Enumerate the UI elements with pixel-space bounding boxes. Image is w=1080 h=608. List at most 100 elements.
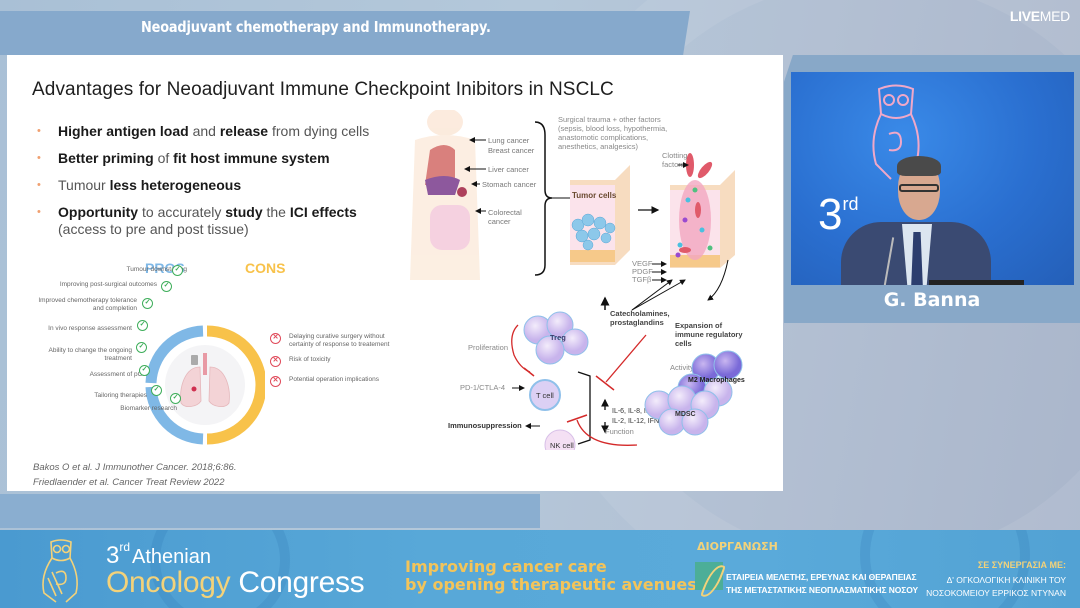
speaker-tie [911,232,923,285]
check-icon: ✓ [139,365,150,376]
function-inhibition: Function [566,414,638,446]
svg-text:MDSC: MDSC [675,411,696,418]
pros-item-label: In vivo response assessment [48,325,132,332]
check-icon: ✓ [170,393,181,404]
cross-icon: ✕ [270,356,281,367]
immunosuppression-diagram: Lung cancer Breast cancer Liver cancer S… [410,110,745,450]
check-icon: ✓ [172,265,183,276]
ordinal: 3 [106,542,120,569]
cross-icon: ✕ [270,376,281,387]
slide-title: Advantages for Neoadjuvant Immune Checkp… [32,79,614,100]
ordinal-suffix: rd [119,540,131,554]
athenian-text: Athenian [132,546,211,568]
organizer-name: ΕΤΑΙΡΕΙΑ ΜΕΛΕΤΗΣ, ΕΡΕΥΝΑΣ ΚΑΙ ΘΕΡΑΠΕΙΑΣ Τ… [726,571,918,597]
cons-heading: CONS [245,260,286,276]
collaboration-label: ΣΕ ΣΥΝΕΡΓΑΣΙΑ ΜΕ: [977,560,1066,570]
donut-cons-arc [206,325,265,445]
bullet-item: Opportunity to accurately study the ICI … [37,204,369,238]
pros-item-label: Tailoring therapies [94,392,147,399]
check-icon: ✓ [142,298,153,309]
svg-text:IL-2, IL-12, IFNγ: IL-2, IL-12, IFNγ [612,418,663,425]
speaker-hair [897,156,941,176]
speaker-glasses [899,184,939,192]
backdrop-text: 3rd [818,190,859,239]
check-icon: ✓ [136,342,147,353]
reference-1: Bakos O et al. J Immunother Cancer. 2018… [33,462,237,473]
bullet-item: Tumour less heterogeneous [37,177,369,194]
organizer-label: ΔΙΟΡΓΑΝΩΣΗ [697,540,778,553]
svg-text:Immunosuppression: Immunosuppression [448,421,522,430]
svg-text:Catecholamines,prostaglandins: Catecholamines,prostaglandins [610,309,670,327]
svg-text:cancer: cancer [488,217,511,226]
session-title: Neoadjuvant chemotherapy and Immunothera… [141,18,491,36]
svg-text:NK cell: NK cell [550,441,574,450]
session-banner [0,11,690,55]
svg-text:Breast cancer: Breast cancer [488,146,535,155]
donut-pros-arc [145,325,204,445]
treg-cells: Treg [523,311,589,365]
pros-item-label: Assessment of pCR [89,371,147,378]
collaboration-name: Δ' ΟΓΚΟΛΟΓΙΚΗ ΚΛΙΝΙΚΗ ΤΟΥ ΝΟΣΟΚΟΜΕΙΟΥ ΕΡΡ… [926,574,1066,600]
tumor-tissue-block: Tumor cells [570,165,630,265]
brand-bold: LIVE [1009,8,1040,24]
svg-text:VEGF: VEGF [632,259,653,268]
collab-name-line2: ΝΟΣΟΚΟΜΕΙΟΥ ΕΡΡΙΚΟΣ ΝΤΥΝΑΝ [926,588,1066,598]
reference-2: Friedlaender et al. Cancer Treat Review … [33,477,225,488]
pros-item-label: Improving post-surgical outcomes [59,281,157,288]
bullet-list: Higher antigen load and release from dyi… [37,123,369,248]
speaker-video: 3rd [791,72,1074,285]
svg-text:Treg: Treg [550,333,566,342]
organizer-name-line2: ΤΗΣ ΜΕΤΑΣΤΑΤΙΚΗΣ ΝΕΟΠΛΑΣΜΑΤΙΚΗΣ ΝΟΣΟΥ [726,585,919,595]
speaker-name: G. Banna [883,289,981,311]
svg-text:Function: Function [605,427,634,436]
body-silhouette-icon [410,110,480,280]
check-icon: ✓ [137,320,148,331]
check-icon: ✓ [161,281,172,292]
cons-item-label: Delaying curative surgery without certai… [289,333,390,348]
slide-shadow-band [0,494,540,528]
svg-text:T cell: T cell [536,391,554,400]
svg-text:Colorectal: Colorectal [488,208,522,217]
svg-text:M2 Macrophages: M2 Macrophages [688,377,745,384]
podium-laptop [929,280,1024,285]
organ-labels: Lung cancer Breast cancer Liver cancer S… [482,136,537,226]
pros-item-label: Biomarker research [120,405,177,412]
svg-text:Proliferation: Proliferation [468,343,508,352]
t-cell: T cell [529,379,561,411]
footer-swirl [150,530,290,608]
cross-icon: ✕ [270,333,281,344]
footer-swirl [860,530,1030,608]
bullet-item: Higher antigen load and release from dyi… [37,123,369,140]
nk-cell: NK cell [544,429,576,450]
organizer-name-line1: ΕΤΑΙΡΕΙΑ ΜΕΛΕΤΗΣ, ΕΡΕΥΝΑΣ ΚΑΙ ΘΕΡΑΠΕΙΑΣ [726,572,917,582]
svg-text:Activity: Activity [670,363,694,372]
bullet-item: Better priming of fit host immune system [37,150,369,167]
congress-text: Congress [230,566,365,599]
organizer-logo-box [695,562,723,590]
svg-text:Surgical trauma + other factor: Surgical trauma + other factors(sepsis, … [558,115,667,151]
svg-text:TGFβ: TGFβ [632,275,652,284]
check-icon: ✓ [151,385,162,396]
svg-text:PD-1/CTLA-4: PD-1/CTLA-4 [460,383,505,392]
pros-item-label: Tumour downstaging [126,266,187,273]
oncology-text: Oncology [106,566,231,599]
mdsc-cells: MDSC [644,385,720,436]
metastasis-tissue-block [670,153,735,268]
svg-text:Lung cancer: Lung cancer [488,136,530,145]
brand-light: MED [1039,8,1071,24]
pros-item-label: Improved chemotherapy tolerance and comp… [38,297,137,312]
svg-text:Tumor cells: Tumor cells [572,191,617,200]
collab-name-line1: Δ' ΟΓΚΟΛΟΓΙΚΗ ΚΛΙΝΙΚΗ ΤΟΥ [946,575,1066,585]
lungs-icon [180,353,230,407]
livemed-logo: LIVEMED [1010,8,1070,24]
owl-logo-icon [42,539,78,603]
cons-item-label: Risk of toxicity [289,356,331,363]
pros-cons-donut [145,325,265,445]
svg-text:Stomach cancer: Stomach cancer [482,180,537,189]
pros-item-label: Ability to change the ongoing treatment [48,347,132,362]
references: Bakos O et al. J Immunother Cancer. 2018… [33,460,236,490]
